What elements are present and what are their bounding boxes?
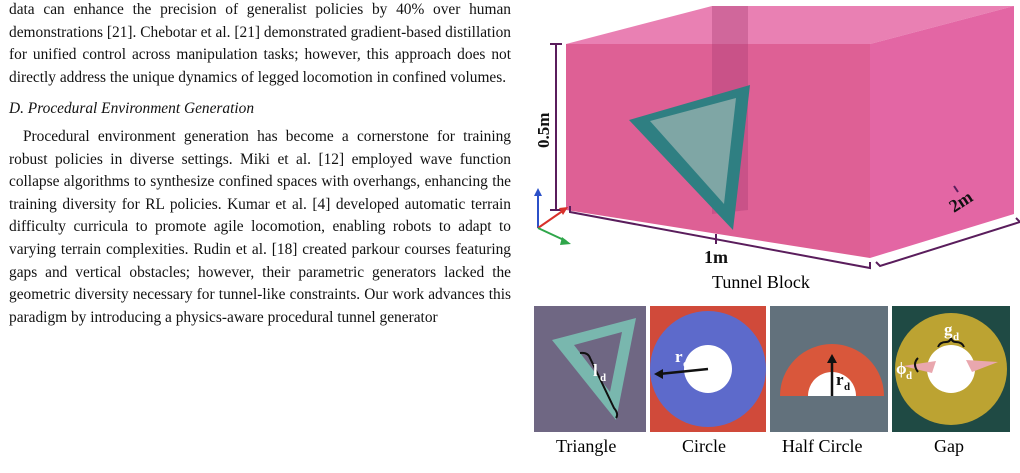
circle-param-label: r — [675, 347, 683, 366]
panel-half-circle: r d — [770, 306, 888, 432]
gap-angle-label: ϕ — [896, 359, 907, 378]
circle-param-sub: d — [683, 358, 689, 370]
half-circle-param-sub: d — [844, 381, 850, 393]
height-dimension — [550, 43, 562, 211]
width-label: 1m — [704, 247, 728, 267]
paragraph-procedural: Procedural environment generation has be… — [9, 127, 511, 326]
half-circle-param-label: r — [836, 370, 844, 389]
triangle-caption: Triangle — [556, 436, 616, 456]
triangle-param-sub: d — [600, 372, 606, 384]
half-circle-caption: Half Circle — [782, 436, 862, 456]
section-heading: D. Procedural Environment Generation — [9, 100, 255, 118]
panel-gap: g d ϕ d — [892, 306, 1010, 432]
triangle-param-label: l — [593, 361, 598, 380]
circle-caption: Circle — [682, 436, 726, 456]
text-column: data can enhance the precision of genera… — [9, 0, 511, 329]
tunnel-block — [566, 6, 1014, 258]
height-label: 0.5m — [534, 113, 553, 148]
figure-svg: 0.5m 1m 2m Tunnel Block — [534, 6, 1020, 456]
block-caption: Tunnel Block — [712, 272, 810, 292]
triangle-hole — [650, 98, 736, 204]
panel-triangle: l d — [534, 306, 646, 432]
width-dimension — [569, 206, 871, 270]
panel-circle: r d — [650, 306, 766, 432]
axes-icon — [534, 188, 571, 245]
depth-dimension — [875, 185, 1020, 268]
figure: 0.5m 1m 2m Tunnel Block — [526, 0, 1020, 473]
gap-angle-sub: d — [906, 370, 912, 382]
paragraph-intro: data can enhance the precision of genera… — [9, 1, 511, 86]
gap-caption: Gap — [934, 436, 964, 456]
gap-param-label: g — [944, 320, 953, 339]
gap-param-sub: d — [953, 331, 959, 343]
block-side-face — [870, 6, 1014, 258]
block-top-face — [566, 6, 1014, 44]
